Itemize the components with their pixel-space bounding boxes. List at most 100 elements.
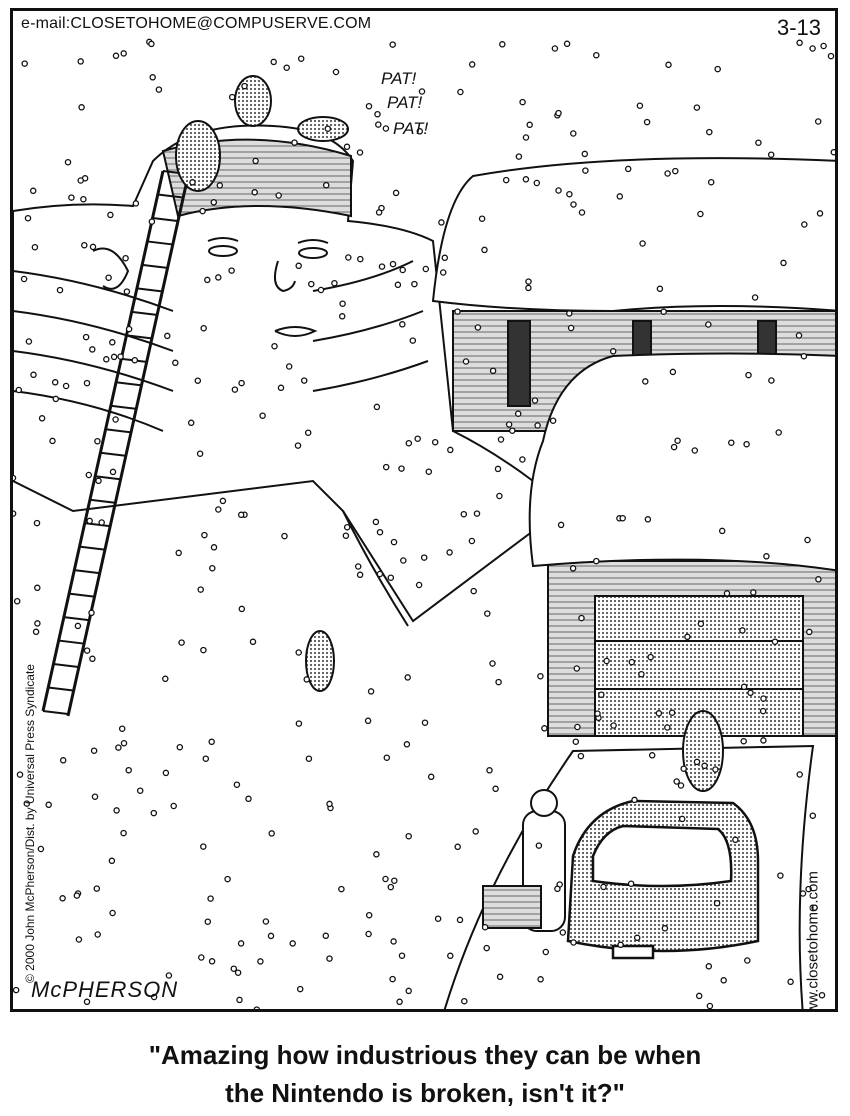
snowflake bbox=[777, 872, 784, 879]
snowflake bbox=[176, 743, 184, 751]
snowflake bbox=[215, 506, 222, 513]
snowflake bbox=[219, 497, 227, 505]
snowflake bbox=[162, 675, 169, 683]
snowflake bbox=[619, 514, 626, 522]
snowflake bbox=[525, 278, 532, 285]
snowflake bbox=[815, 576, 822, 583]
snowflake bbox=[760, 695, 767, 702]
snowflake bbox=[555, 187, 562, 194]
snowflake bbox=[354, 563, 362, 570]
ladder bbox=[41, 170, 190, 717]
snowflake bbox=[23, 800, 31, 807]
snowflake bbox=[713, 899, 721, 907]
snowflake bbox=[609, 348, 617, 355]
snowflake bbox=[197, 586, 204, 593]
snowflake bbox=[461, 997, 468, 1005]
snowflake bbox=[399, 266, 406, 274]
snowflake bbox=[364, 717, 372, 725]
snowflake bbox=[531, 397, 539, 404]
snowflake bbox=[642, 378, 649, 385]
snowflake bbox=[107, 211, 114, 219]
snowflake bbox=[745, 371, 752, 379]
ladder-rung bbox=[48, 686, 74, 692]
snowflake bbox=[294, 442, 302, 449]
snowflake bbox=[236, 996, 243, 1004]
snowflake bbox=[238, 379, 245, 387]
snowflake bbox=[405, 832, 412, 840]
snowflake bbox=[112, 416, 119, 423]
snowflake bbox=[495, 678, 502, 686]
comic-date: 3-13 bbox=[776, 15, 821, 40]
snowflake bbox=[374, 110, 381, 118]
snowflake bbox=[460, 510, 468, 518]
snowflake bbox=[51, 379, 59, 386]
snowflake bbox=[110, 353, 118, 361]
snowflake bbox=[267, 932, 275, 940]
ladder-rung bbox=[110, 404, 136, 410]
snowflake bbox=[639, 240, 646, 247]
snowflake bbox=[148, 40, 155, 48]
snowflake bbox=[643, 118, 651, 126]
ladder-rung bbox=[105, 428, 131, 434]
snowflake bbox=[403, 741, 411, 748]
snowflake bbox=[593, 51, 600, 59]
snowflake bbox=[38, 415, 46, 422]
snowflake bbox=[411, 280, 418, 288]
snowflake bbox=[496, 492, 503, 500]
snowflake bbox=[693, 758, 701, 766]
snowflake bbox=[20, 275, 28, 283]
snowflake bbox=[281, 532, 288, 540]
snowflake bbox=[117, 353, 124, 360]
snowflake bbox=[249, 638, 257, 646]
snowflake bbox=[68, 194, 75, 201]
snowflake bbox=[422, 265, 430, 273]
snowflake bbox=[228, 93, 236, 101]
snowflake bbox=[25, 338, 33, 345]
snowflake bbox=[113, 807, 120, 814]
snowflake bbox=[194, 377, 202, 384]
snowflake bbox=[661, 925, 669, 932]
snowflake bbox=[305, 755, 313, 762]
snowflake bbox=[112, 52, 120, 60]
snowflake bbox=[768, 377, 775, 384]
snowflake bbox=[37, 845, 45, 853]
ladder-rung bbox=[147, 240, 173, 246]
snowflake bbox=[251, 189, 258, 196]
snowflake bbox=[257, 958, 264, 965]
snowflake bbox=[775, 429, 782, 436]
snowflake bbox=[399, 321, 406, 328]
snowflake bbox=[34, 584, 41, 592]
comic-caption: "Amazing how industrious they can be whe… bbox=[0, 1036, 850, 1112]
snowflake bbox=[610, 722, 617, 729]
snowflake bbox=[800, 352, 808, 360]
snowflake bbox=[392, 189, 400, 197]
snowflake bbox=[809, 812, 817, 819]
snowflake bbox=[389, 41, 396, 48]
snowflake bbox=[537, 672, 544, 680]
ladder-rung bbox=[53, 663, 79, 669]
ladder-rung bbox=[100, 451, 126, 457]
snowflake bbox=[522, 176, 530, 183]
snowflake bbox=[391, 877, 398, 884]
person-on-top bbox=[234, 75, 272, 127]
snowflake bbox=[125, 325, 133, 333]
snowflake bbox=[89, 655, 96, 663]
snowflake bbox=[170, 802, 177, 810]
snowflake bbox=[744, 957, 751, 964]
snowflake bbox=[275, 192, 282, 199]
person-patting bbox=[297, 116, 349, 142]
snowflake bbox=[767, 151, 775, 158]
snowflake bbox=[86, 517, 93, 525]
snowflake bbox=[416, 128, 424, 135]
snowflake bbox=[52, 395, 60, 403]
snowflake bbox=[356, 571, 364, 579]
snowflake bbox=[59, 895, 66, 902]
snowflake bbox=[447, 446, 454, 454]
snowflake bbox=[598, 691, 605, 698]
snowflake bbox=[259, 412, 266, 419]
snowflake bbox=[732, 836, 739, 844]
snowflake bbox=[295, 720, 303, 727]
snowflake bbox=[343, 143, 351, 151]
snowflake bbox=[295, 649, 302, 656]
snowflake bbox=[489, 367, 497, 375]
